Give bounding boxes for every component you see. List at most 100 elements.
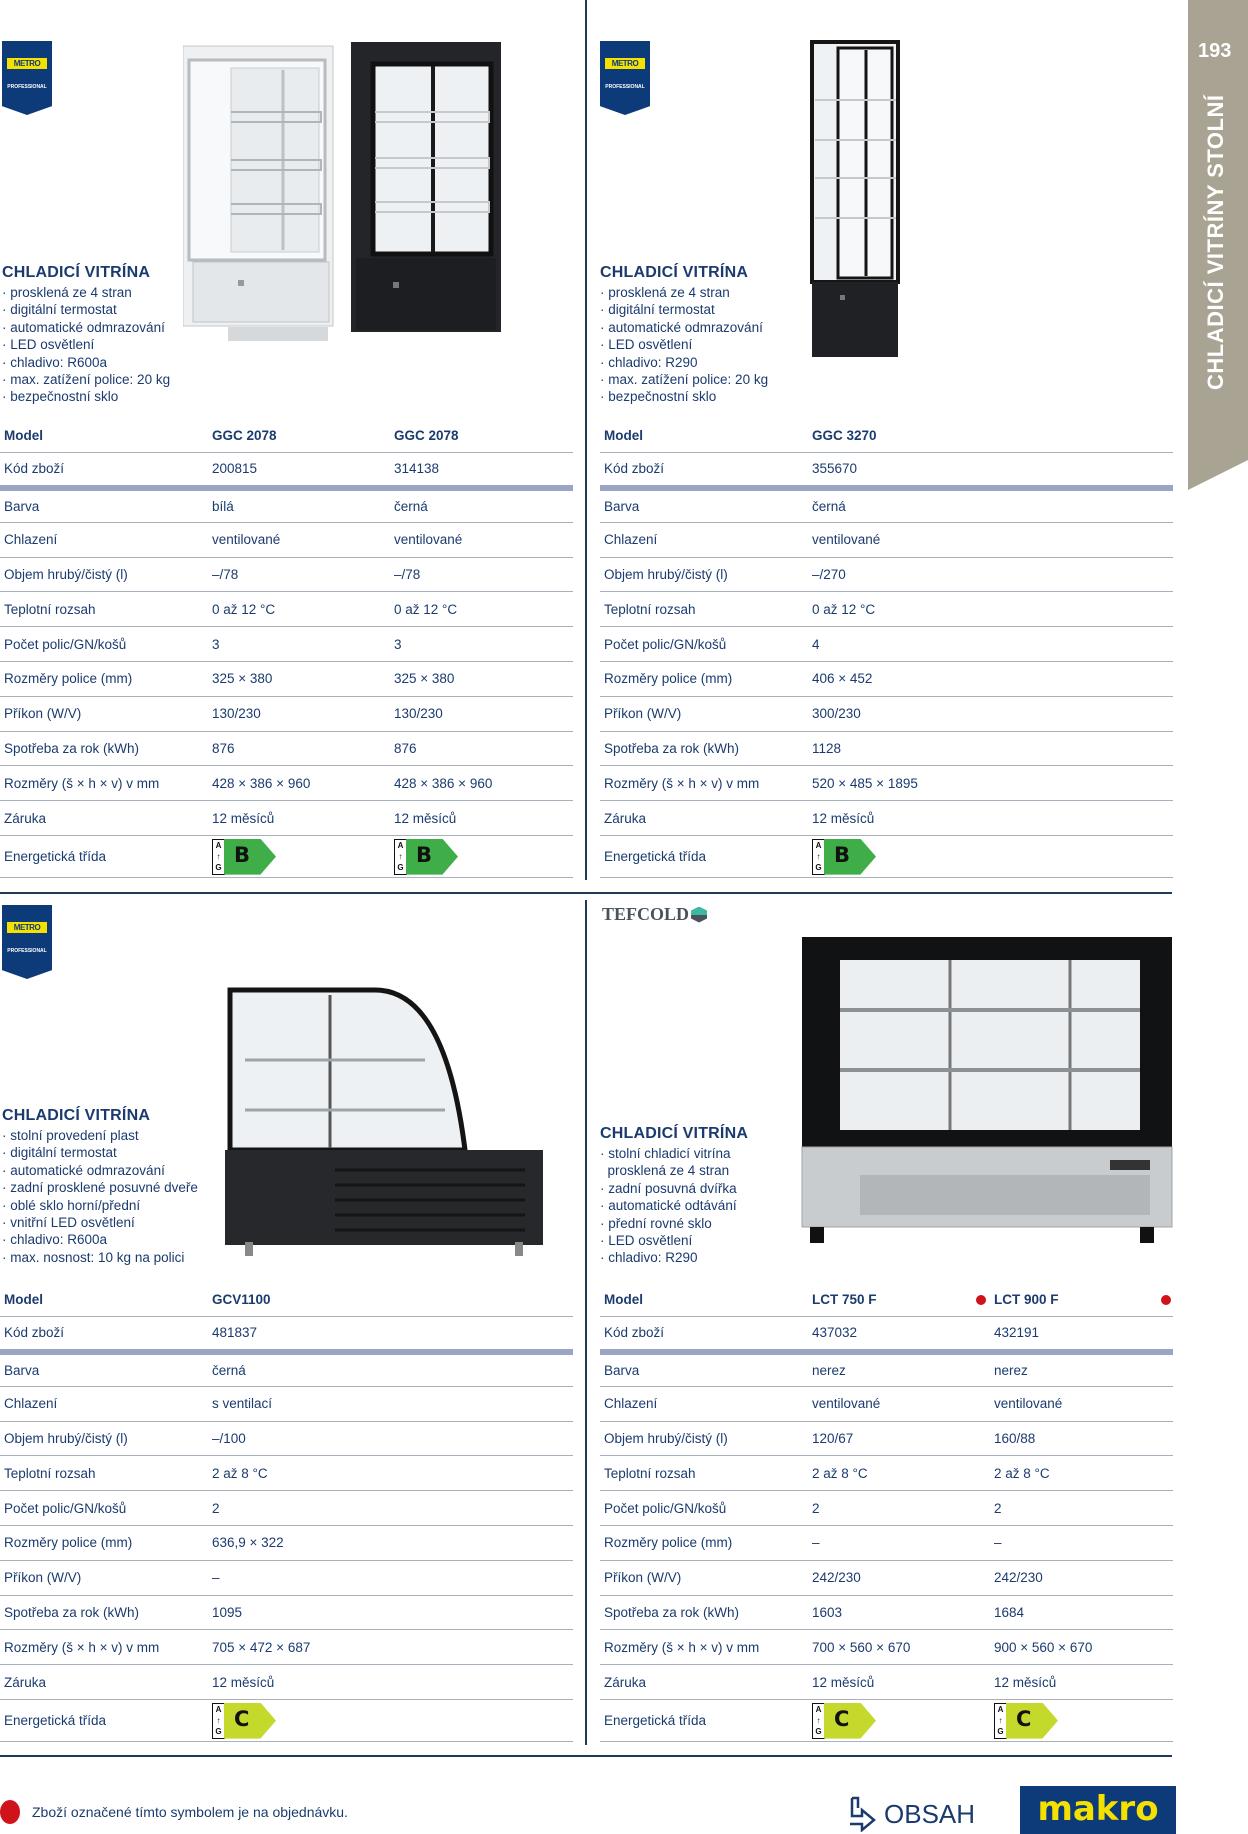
cell: 242/230: [990, 1560, 1173, 1596]
row-label: Objem hrubý/čistý (l): [0, 1421, 208, 1457]
tefcold-hexagon-icon: [691, 906, 708, 923]
footer-note-text: Zboží označené tímto symbolem je na obje…: [32, 1804, 348, 1820]
row-label: Barva: [600, 487, 808, 523]
product-image-tall-fridge: [810, 40, 900, 357]
contents-link[interactable]: OBSAH: [848, 1796, 975, 1832]
cell: nerez: [990, 1351, 1173, 1387]
row-label: Příkon (W/V): [600, 1560, 808, 1596]
metro-logo-text: METRO: [605, 58, 645, 69]
row-label: Model: [600, 1282, 808, 1318]
energy-scale: A↑G: [812, 1702, 825, 1739]
row-label: Počet polic/GN/košů: [600, 626, 808, 663]
feature-item: max. nosnost: 10 kg na polici: [2, 1249, 198, 1266]
model-name: LCT 750 F: [812, 1291, 877, 1307]
on-order-dot-icon: [1161, 1295, 1171, 1305]
table-row: Rozměry police (mm)406 × 452: [600, 661, 1173, 697]
feature-list: stolní provedení plast digitální termost…: [2, 1127, 198, 1266]
professional-text: PROFESSIONAL: [7, 84, 47, 90]
feature-item: automatické odmrazování: [2, 319, 170, 336]
row-label: Model: [0, 418, 208, 454]
cell: 700 × 560 × 670: [808, 1629, 990, 1666]
feature-item: zadní prosklené posuvné dveře: [2, 1179, 198, 1196]
row-label: Příkon (W/V): [600, 696, 808, 732]
cell: 3: [390, 626, 573, 663]
cell: 636,9 × 322: [208, 1525, 573, 1561]
cell: nerez: [808, 1351, 990, 1387]
feature-item: chladivo: R290: [600, 354, 768, 371]
cell: černá: [808, 487, 1173, 523]
feature-item: prosklená ze 4 stran: [600, 284, 768, 301]
row-label: Barva: [0, 1351, 208, 1387]
cell: 1603: [808, 1595, 990, 1631]
feature-item: chladivo: R600a: [2, 354, 170, 371]
energy-class-letter: C: [834, 1706, 850, 1731]
table-row: Příkon (W/V)–: [0, 1560, 573, 1596]
feature-item: prosklená ze 4 stran: [2, 284, 170, 301]
energy-class-letter: C: [1016, 1706, 1032, 1731]
cell: 4: [808, 626, 1173, 663]
row-label: Rozměry police (mm): [0, 661, 208, 697]
row-label: Spotřeba za rok (kWh): [600, 1595, 808, 1631]
contents-label: OBSAH: [884, 1798, 976, 1829]
row-label: Objem hrubý/čistý (l): [0, 557, 208, 593]
cell: 406 × 452: [808, 661, 1173, 697]
cell: 325 × 380: [208, 661, 390, 697]
row-label: Rozměry (š × h × v) v mm: [600, 1629, 808, 1666]
professional-text: PROFESSIONAL: [605, 84, 645, 90]
row-label: Teplotní rozsah: [0, 591, 208, 628]
cell: 900 × 560 × 670: [990, 1629, 1173, 1666]
product-code: 200815: [208, 452, 390, 491]
cell: ventilované: [808, 522, 1173, 558]
energy-scale: A↑G: [994, 1702, 1007, 1739]
energy-class-letter: B: [234, 842, 251, 867]
row-label: Kód zboží: [600, 1316, 808, 1355]
metro-logo-text: METRO: [7, 58, 47, 69]
feature-item: oblé sklo horní/přední: [2, 1197, 198, 1214]
energy-scale: A↑G: [394, 838, 407, 875]
row-label: Rozměry (š × h × v) v mm: [0, 1629, 208, 1666]
product-image-curved-fridge: [225, 987, 543, 1256]
feature-item: bezpečnostní sklo: [2, 388, 170, 405]
cell: 242/230: [808, 1560, 990, 1596]
cell: –: [990, 1525, 1173, 1561]
row-label: Chlazení: [600, 1386, 808, 1422]
table-row: Příkon (W/V)300/230: [600, 696, 1173, 732]
column-divider-top: [585, 0, 587, 880]
feature-item: přední rovné sklo: [600, 1215, 737, 1232]
row-label: Kód zboží: [0, 452, 208, 491]
cell: –/270: [808, 557, 1173, 593]
cell: 428 × 386 × 960: [208, 765, 390, 802]
feature-item: digitální termostat: [2, 301, 170, 318]
cell: 130/230: [390, 696, 573, 732]
feature-item: automatické odtávání: [600, 1197, 736, 1214]
feature-item: vnitřní LED osvětlení: [2, 1214, 198, 1231]
feature-item: digitální termostat: [2, 1144, 198, 1161]
cell: ventilované: [208, 522, 390, 558]
row-label: Spotřeba za rok (kWh): [600, 731, 808, 767]
feature-item: LED osvětlení: [600, 336, 768, 353]
row-label: Příkon (W/V): [0, 696, 208, 732]
row-label: Počet polic/GN/košů: [0, 1490, 208, 1527]
cell: 300/230: [808, 696, 1173, 732]
row-label: Teplotní rozsah: [0, 1455, 208, 1492]
table-row: Objem hrubý/čistý (l)–/100: [0, 1421, 573, 1457]
metro-professional-badge: METRO PROFESSIONAL: [2, 905, 52, 979]
energy-class-letter: B: [834, 842, 851, 867]
